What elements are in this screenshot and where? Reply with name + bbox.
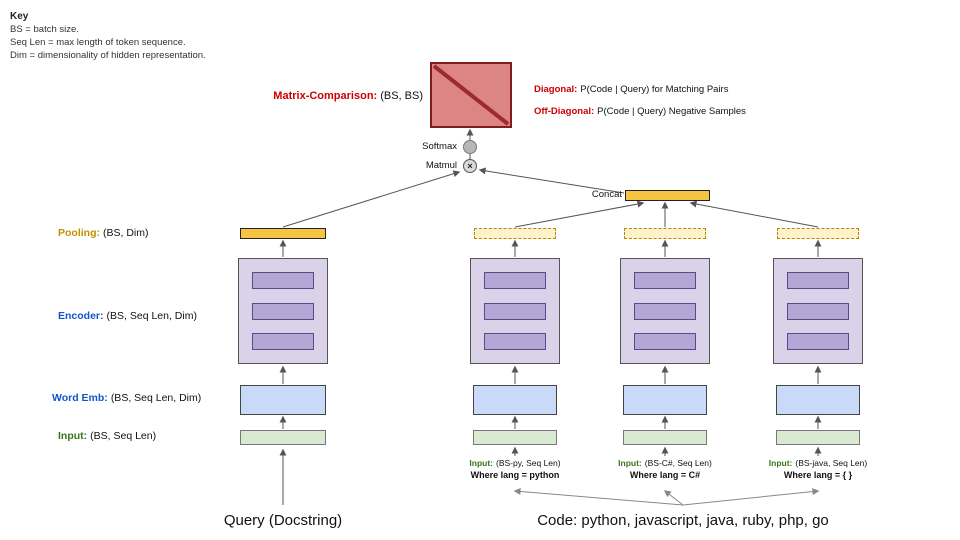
tower-encoder-box [620, 258, 710, 364]
tower-input-label: Input:(BS-py, Seq Len) [443, 458, 587, 468]
encoder-layer-bar [484, 272, 546, 290]
tower-where-label: Where lang = python [470, 470, 560, 480]
tower-input-box [473, 430, 557, 445]
matmul-node: × [463, 159, 477, 173]
encoder-layer-bar [787, 302, 849, 320]
key-line-dim: Dim = dimensionality of hidden represent… [10, 50, 206, 61]
input-row-label: Input:(BS, Seq Len) [58, 430, 156, 442]
offdiagonal-legend-label: Off-Diagonal: [534, 106, 595, 117]
query-input-box [240, 430, 326, 445]
encoder-layer-bar [252, 332, 314, 350]
encoder-layer-bar [787, 272, 849, 290]
encoder-row-label: Encoder:(BS, Seq Len, Dim) [58, 310, 197, 322]
concat-bar [625, 190, 710, 201]
offdiagonal-legend: Off-Diagonal:P(Code | Query) Negative Sa… [534, 106, 746, 117]
key-line-seqlen: Seq Len = max length of token sequence. [10, 37, 186, 48]
query-wordemb-box [240, 385, 326, 415]
tower-wordemb-box [776, 385, 860, 415]
encoder-label: Encoder: [58, 310, 104, 322]
code-footer-label: Code: python, javascript, java, ruby, ph… [537, 512, 829, 529]
key-title: Key [10, 11, 29, 22]
wordemb-label: Word Emb: [52, 392, 108, 404]
encoder-layer-bar [634, 272, 696, 290]
tower-input-label-shape: (BS-java, Seq Len) [795, 458, 868, 468]
diagonal-legend: Diagonal:P(Code | Query) for Matching Pa… [534, 84, 728, 95]
wordemb-shape: (BS, Seq Len, Dim) [110, 392, 202, 404]
tower-wordemb-box [473, 385, 557, 415]
pooling-shape: (BS, Dim) [103, 227, 149, 239]
encoder-layer-bar [252, 302, 314, 320]
encoder-shape: (BS, Seq Len, Dim) [106, 310, 197, 322]
encoder-layer-bar [252, 272, 314, 290]
softmax-node [463, 140, 477, 154]
tower-pooling-bar [777, 228, 859, 239]
tower-input-label-name: Input: [618, 458, 642, 468]
matrix-label-shape: (BS, BS) [380, 90, 423, 102]
encoder-layer-bar [484, 302, 546, 320]
matrix-label: Matrix-Comparison:(BS, BS) [225, 90, 423, 102]
input-label: Input: [58, 430, 88, 442]
encoder-layer-bar [484, 332, 546, 350]
diagonal-legend-label: Diagonal: [534, 84, 578, 95]
tower-encoder-box [470, 258, 560, 364]
query-footer-label: Query (Docstring) [223, 512, 343, 529]
tower-input-label: Input:(BS-java, Seq Len) [746, 458, 890, 468]
query-pooling-bar [240, 228, 326, 239]
tower-input-label-shape: (BS-C#, Seq Len) [644, 458, 712, 468]
code-tower-python: Input:(BS-py, Seq Len) Where lang = pyth… [455, 228, 575, 498]
tower-wordemb-box [623, 385, 707, 415]
tower-input-label-name: Input: [768, 458, 793, 468]
diagonal-legend-text: P(Code | Query) for Matching Pairs [580, 84, 729, 95]
input-shape: (BS, Seq Len) [90, 430, 157, 442]
encoder-layer-bar [634, 332, 696, 350]
query-encoder-box [238, 258, 328, 364]
tower-input-label: Input:(BS-C#, Seq Len) [593, 458, 737, 468]
tower-input-box [623, 430, 707, 445]
tower-where-label: Where lang = { } [783, 470, 853, 480]
key-line-bs: BS = batch size. [10, 24, 79, 35]
code-tower-csharp: Input:(BS-C#, Seq Len) Where lang = C# [605, 228, 725, 498]
matrix-diagonal-line [432, 64, 510, 126]
tower-input-label-shape: (BS-py, Seq Len) [496, 458, 561, 468]
tower-encoder-box [773, 258, 863, 364]
tower-input-label-name: Input: [469, 458, 494, 468]
matrix-comparison-box [430, 62, 512, 128]
matmul-symbol: × [467, 160, 473, 171]
concat-label: Concat [591, 189, 622, 200]
pooling-label: Pooling: [58, 227, 100, 239]
matrix-label-name: Matrix-Comparison: [273, 90, 378, 102]
tower-where-label: Where lang = C# [629, 470, 701, 480]
encoder-layer-bar [787, 332, 849, 350]
code-tower-java: Input:(BS-java, Seq Len) Where lang = { … [758, 228, 878, 498]
offdiagonal-legend-text: P(Code | Query) Negative Samples [597, 106, 746, 117]
tower-pooling-bar [624, 228, 706, 239]
key-legend: Key BS = batch size. Seq Len = max lengt… [10, 10, 206, 62]
pooling-row-label: Pooling:(BS, Dim) [58, 227, 149, 239]
tower-input-box [776, 430, 860, 445]
encoder-layer-bar [634, 302, 696, 320]
softmax-label: Softmax [422, 141, 457, 152]
wordemb-row-label: Word Emb:(BS, Seq Len, Dim) [52, 392, 201, 404]
tower-pooling-bar [474, 228, 556, 239]
matmul-label: Matmul [425, 160, 457, 171]
